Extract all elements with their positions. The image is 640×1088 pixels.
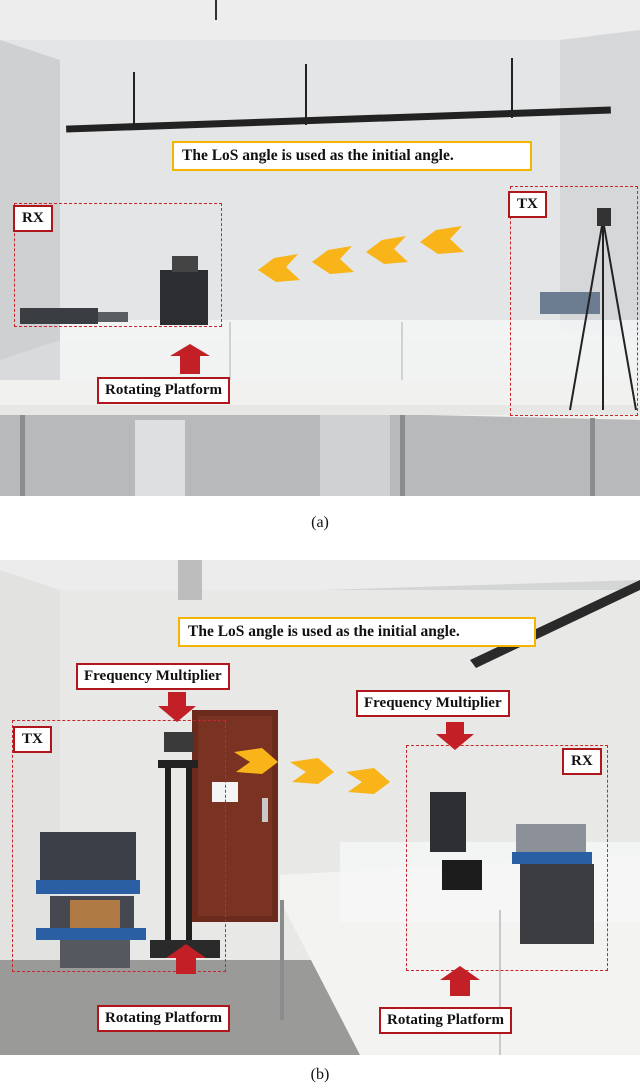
banner-a: The LoS angle is used as the initial ang…: [172, 141, 532, 171]
tx-label-b: TX: [13, 726, 52, 753]
signal-arrows: [258, 226, 464, 282]
red-arrow-up-icon-right: [440, 966, 480, 996]
red-arrow-down-icon-right: [436, 722, 474, 750]
rx-label-b: RX: [562, 748, 602, 775]
caption-a: (a): [311, 514, 329, 531]
rx-label-a: RX: [13, 205, 53, 232]
multiplier-label-right: Frequency Multiplier: [356, 690, 510, 717]
red-arrow-up-icon-left: [166, 944, 206, 974]
rx-region-a: [14, 203, 222, 327]
tx-region-b: [12, 720, 226, 972]
caption-b: (b): [310, 1066, 330, 1083]
platform-label-a: Rotating Platform: [97, 377, 231, 404]
tx-region-a: [510, 186, 638, 416]
platform-label-left-b: Rotating Platform: [97, 1005, 231, 1032]
red-arrow-down-icon: [158, 692, 196, 722]
multiplier-label-left: Frequency Multiplier: [76, 663, 230, 690]
tx-label-a: TX: [508, 191, 547, 218]
rx-region-b: [406, 745, 608, 971]
red-arrow-up-icon: [170, 344, 210, 374]
signal-arrows-b: [234, 748, 390, 794]
platform-label-right-b: Rotating Platform: [379, 1007, 513, 1034]
banner-b: The LoS angle is used as the initial ang…: [178, 617, 536, 647]
